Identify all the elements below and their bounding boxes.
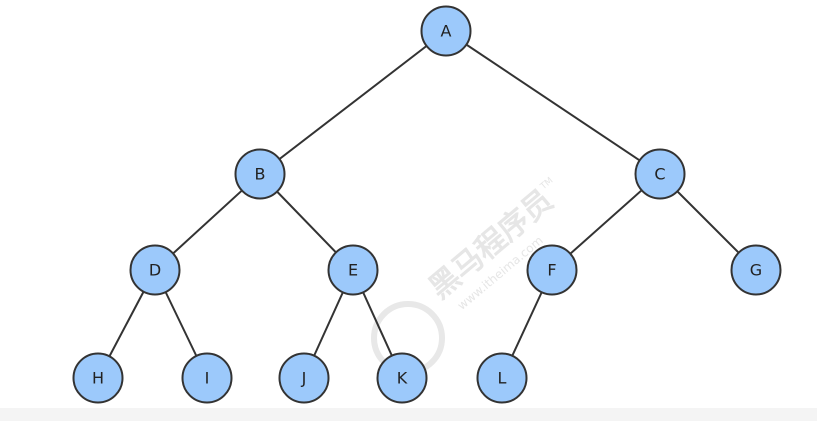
node-j: J [278,352,330,404]
node-label-i: I [205,369,210,388]
node-b: B [234,148,286,200]
node-circle-h [72,352,124,404]
bottom-strip [0,408,817,421]
node-label-h: H [92,369,104,388]
node-l: L [476,352,528,404]
node-c: C [634,148,686,200]
node-d: D [129,244,181,296]
node-label-c: C [654,165,665,184]
edge-a-b [259,30,447,175]
node-label-b: B [255,165,266,184]
node-e: E [327,244,379,296]
node-circle-c [634,148,686,200]
node-k: K [376,352,428,404]
node-circle-k [376,352,428,404]
edge-a-c [445,30,661,175]
node-h: H [72,352,124,404]
node-a: A [420,5,472,57]
node-label-l: L [498,369,507,388]
node-f: F [526,244,578,296]
node-circle-a [420,5,472,57]
node-circle-g [730,244,782,296]
node-label-a: A [441,22,452,41]
node-circle-b [234,148,286,200]
node-label-k: K [397,369,408,388]
node-label-d: D [149,261,161,280]
node-circle-j [278,352,330,404]
edges-layer [97,30,757,379]
node-g: G [730,244,782,296]
node-circle-f [526,244,578,296]
node-label-f: F [547,261,556,280]
node-circle-i [181,352,233,404]
node-circle-e [327,244,379,296]
node-i: I [181,352,233,404]
node-label-j: J [301,369,307,388]
node-circle-l [476,352,528,404]
node-label-e: E [348,261,358,280]
node-label-g: G [750,261,762,280]
node-circle-d [129,244,181,296]
nodes-layer: A B C D E F G H I J K L [72,5,782,404]
